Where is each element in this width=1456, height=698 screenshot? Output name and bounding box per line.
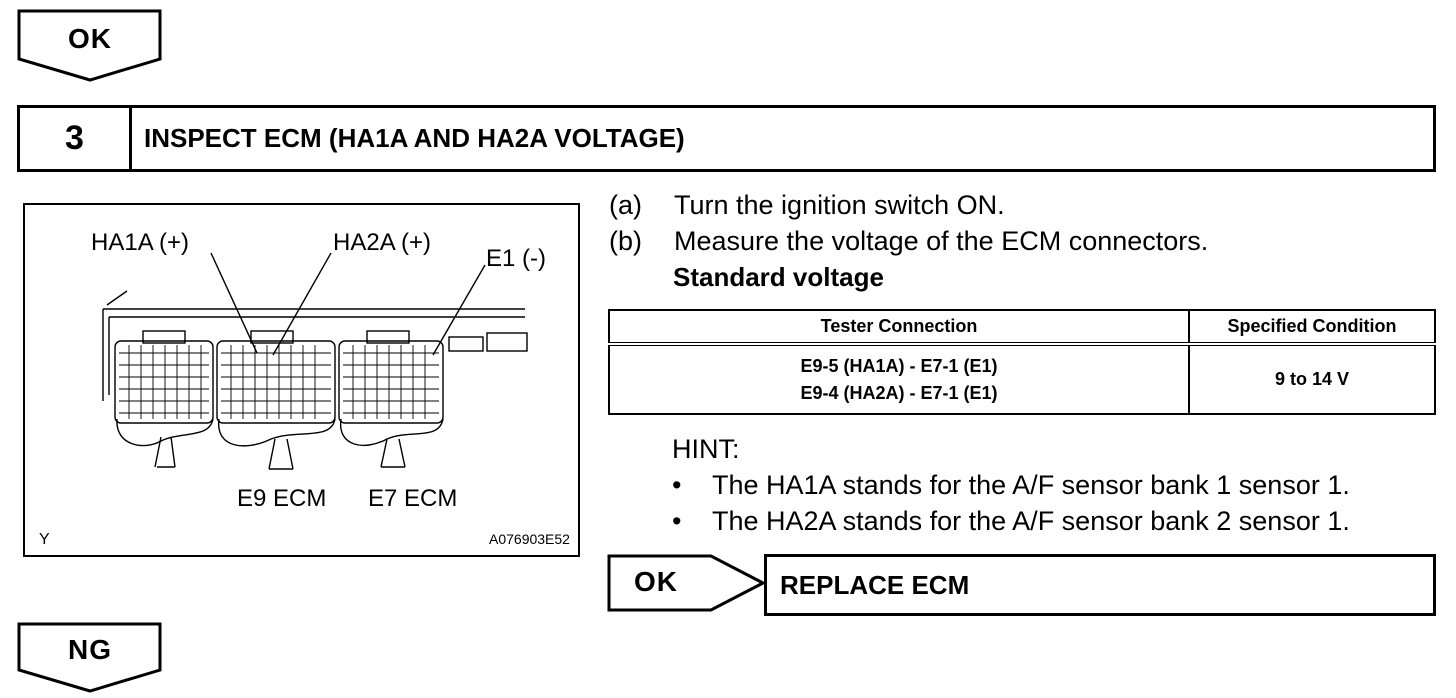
- label-ha2a: HA2A (+): [333, 229, 432, 256]
- ok-right-label: OK: [634, 566, 678, 597]
- flow-ok-label: OK: [68, 23, 112, 54]
- connection-line: E9-5 (HA1A) - E7-1 (E1): [800, 355, 998, 376]
- ecm-connector-illustration: [102, 252, 528, 470]
- table-header-row: Tester Connection Specified Condition: [608, 309, 1436, 345]
- ecm-connector-figure: HA1A (+) HA2A (+) E1 (-) E9 ECM E7 ECM Y…: [23, 203, 580, 557]
- flow-ok-down-arrow: OK: [17, 9, 163, 82]
- ok-right-arrow: OK: [607, 554, 767, 612]
- flow-ng-label: NG: [68, 634, 112, 665]
- condition-cell: 9 to 14 V: [1188, 342, 1436, 415]
- step-number: 3: [20, 108, 132, 169]
- instruction-text: Turn the ignition switch ON.: [674, 190, 1005, 220]
- label-ha1a: HA1A (+): [91, 229, 190, 256]
- label-e9-ecm: E9 ECM: [237, 485, 327, 512]
- header-specified-condition: Specified Condition: [1188, 309, 1436, 345]
- hint-item-text: The HA2A stands for the A/F sensor bank …: [712, 506, 1350, 536]
- table-row: E9-5 (HA1A) - E7-1 (E1) E9-4 (HA2A) - E7…: [608, 342, 1436, 415]
- header-tester-connection: Tester Connection: [608, 309, 1190, 345]
- label-e1: E1 (-): [486, 245, 546, 272]
- label-e7-ecm: E7 ECM: [368, 485, 458, 512]
- flow-ng-down-arrow: NG: [17, 622, 163, 694]
- connection-cell: E9-5 (HA1A) - E7-1 (E1) E9-4 (HA2A) - E7…: [608, 342, 1190, 415]
- hint-title: HINT:: [672, 434, 740, 464]
- instruction-marker: (a): [609, 190, 642, 220]
- bullet-dot: •: [672, 506, 682, 536]
- hint-item-text: The HA1A stands for the A/F sensor bank …: [712, 470, 1350, 500]
- step-title: INSPECT ECM (HA1A AND HA2A VOLTAGE): [144, 123, 685, 153]
- figure-corner-mark: Y: [39, 531, 50, 548]
- instruction-text: Measure the voltage of the ECM connector…: [674, 226, 1209, 256]
- standard-voltage-label: Standard voltage: [673, 262, 884, 292]
- step-header: 3 INSPECT ECM (HA1A AND HA2A VOLTAGE): [17, 105, 1436, 172]
- figure-code: A076903E52: [489, 531, 570, 547]
- bullet-dot: •: [672, 470, 682, 500]
- spec-table: Tester Connection Specified Condition E9…: [608, 309, 1436, 415]
- instruction-marker: (b): [609, 226, 642, 256]
- connection-line: E9-4 (HA2A) - E7-1 (E1): [800, 382, 998, 403]
- replace-ecm-box: REPLACE ECM: [764, 554, 1436, 616]
